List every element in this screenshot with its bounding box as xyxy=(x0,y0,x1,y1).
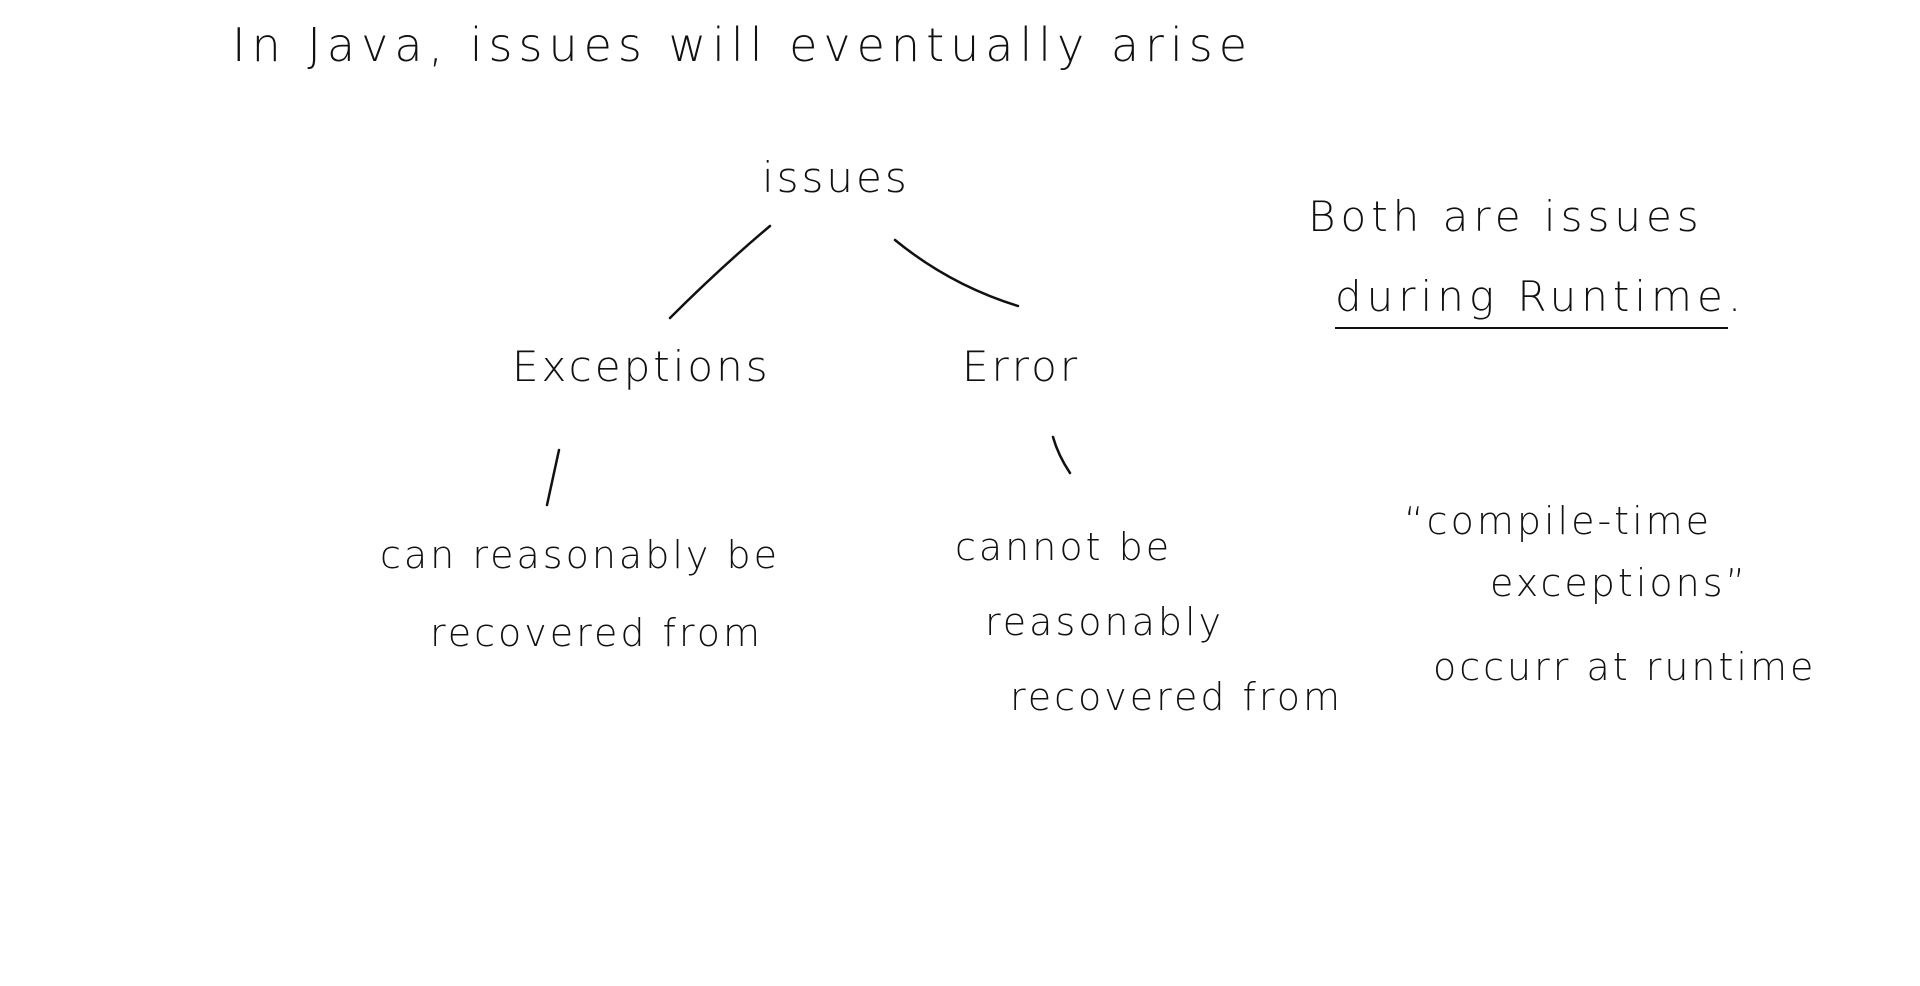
connector-issues-to-error xyxy=(893,238,1020,308)
exceptions-description-line2: recovered from xyxy=(430,611,763,655)
side-note-period: . xyxy=(1727,272,1747,321)
page-title: In Java, issues will eventually arise xyxy=(232,18,1254,72)
exceptions-description-line1: can reasonably be xyxy=(380,533,780,577)
side-note-line1: Both are issues xyxy=(1308,192,1704,241)
tree-root-issues: issues xyxy=(762,153,910,202)
connector-exceptions-to-description xyxy=(545,448,561,507)
error-description-line2: reasonably xyxy=(985,600,1225,644)
runtime-underline: during Runtime xyxy=(1335,272,1728,329)
connector-error-to-description xyxy=(1051,435,1072,475)
error-description-line3: recovered from xyxy=(1010,675,1343,719)
compile-note-line3: occurr at runtime xyxy=(1433,645,1817,689)
tree-node-exceptions: Exceptions xyxy=(512,342,771,391)
tree-node-error: Error xyxy=(962,342,1081,391)
connector-issues-to-exceptions xyxy=(668,224,772,320)
compile-note-line2: exceptions” xyxy=(1490,561,1749,605)
side-note-line2: during Runtime. xyxy=(1335,272,1746,329)
compile-note-line1: “compile-time xyxy=(1404,499,1713,543)
error-description-line1: cannot be xyxy=(955,525,1173,569)
